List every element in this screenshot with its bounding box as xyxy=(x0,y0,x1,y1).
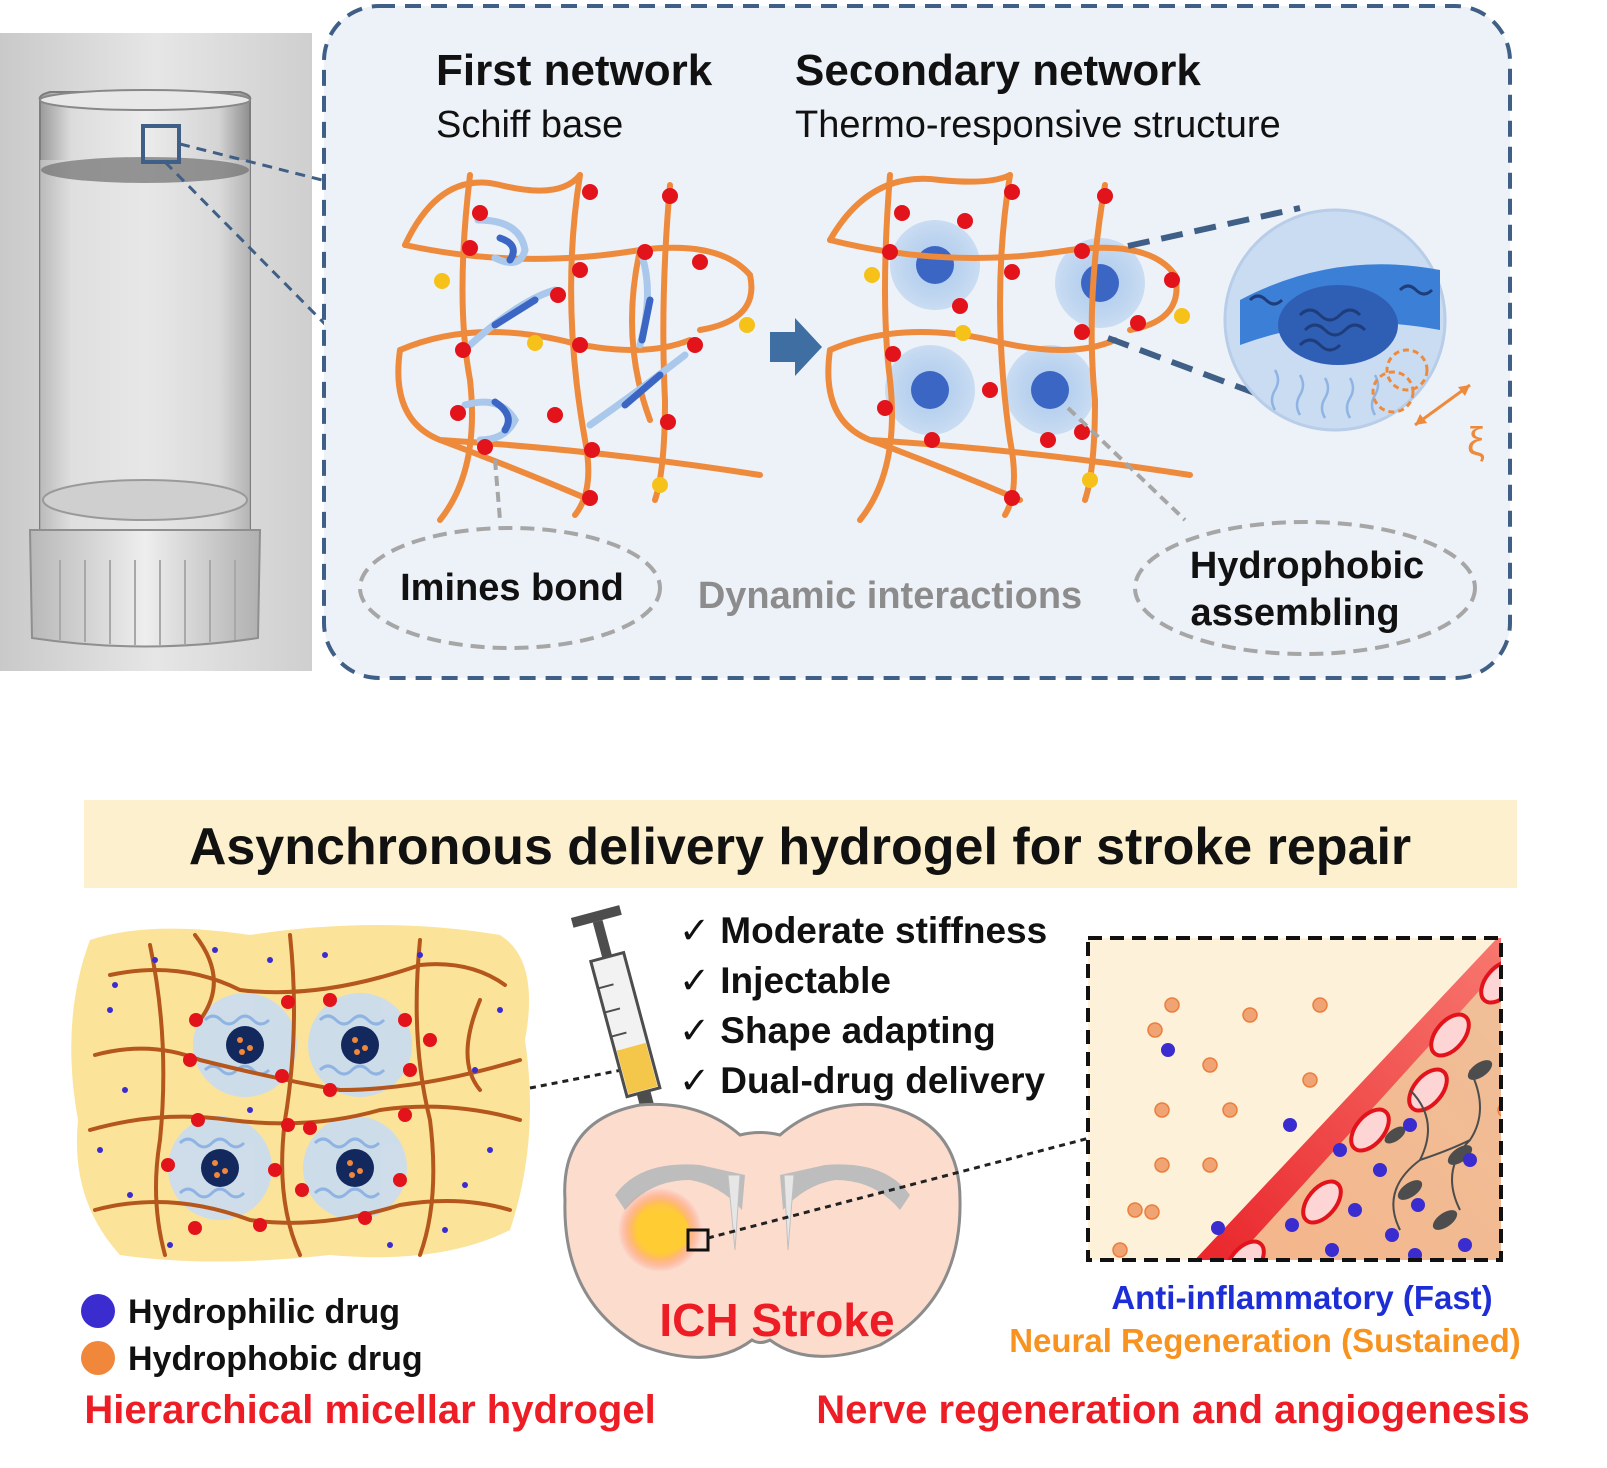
imines-ellipse xyxy=(358,526,662,650)
micelle-zoom-line-upper xyxy=(1127,205,1301,249)
first-network-polymer-chains xyxy=(461,216,689,444)
hydrophilic-legend-label: Hydrophilic drug xyxy=(128,1293,400,1331)
neural-regeneration-label: Neural Regeneration (Sustained) xyxy=(1009,1322,1521,1359)
feature-moderate-stiffness: ✓ Moderate stiffness xyxy=(679,910,1047,951)
first-network-yellow-dots xyxy=(434,273,755,493)
transition-arrow xyxy=(770,318,822,376)
feature-dual-drug-delivery: ✓ Dual-drug delivery xyxy=(679,1060,1046,1101)
hydrophobic-legend-dot xyxy=(81,1341,115,1375)
left-caption: Hierarchical micellar hydrogel xyxy=(84,1388,655,1432)
imines-pointer xyxy=(493,459,502,521)
banner-title: Asynchronous delivery hydrogel for strok… xyxy=(189,818,1411,876)
syringe-icon xyxy=(570,905,677,1212)
micelle-zoom-detail xyxy=(1223,208,1471,432)
lesion-zoom-box xyxy=(686,1228,710,1252)
brain-illustration xyxy=(563,1102,962,1359)
banner-bg xyxy=(84,800,1517,888)
dynamic-interactions-label: Dynamic interactions xyxy=(698,575,1082,617)
right-caption: Nerve regeneration and angiogenesis xyxy=(816,1388,1530,1432)
feature-shape-adapting: ✓ Shape adapting xyxy=(679,1010,996,1051)
micelle-zoom-line-lower xyxy=(1106,335,1270,401)
feature-injectable: ✓ Injectable xyxy=(679,960,891,1001)
hydrophobic-ellipse xyxy=(1133,520,1477,656)
hydrophobic-pointer xyxy=(1066,406,1187,522)
tissue-inset xyxy=(1086,936,1503,1262)
secondary-network-micelles xyxy=(885,220,1145,435)
hydrophobic-label-line2: assembling xyxy=(1190,592,1399,634)
anti-inflammatory-label: Anti-inflammatory (Fast) xyxy=(1111,1279,1492,1316)
secondary-network-subtitle: Thermo-responsive structure xyxy=(795,104,1281,146)
secondary-network-title: Secondary network xyxy=(795,46,1201,95)
imines-bond-label: Imines bond xyxy=(400,567,624,609)
secondary-network-yellow-dots xyxy=(864,267,1190,488)
hydrogel-blob xyxy=(71,925,530,1262)
ich-stroke-label: ICH Stroke xyxy=(659,1294,894,1346)
hydrogel-connector xyxy=(529,1066,633,1090)
zoom-box xyxy=(141,124,181,164)
hydrophilic-legend-dot xyxy=(81,1294,115,1328)
brain-inset-connector xyxy=(707,1128,1121,1240)
xi-symbol: ξ xyxy=(1467,420,1485,464)
network-panel xyxy=(322,4,1512,680)
first-network-title: First network xyxy=(436,46,713,95)
hydrophobic-label-line1: Hydrophobic xyxy=(1190,545,1424,587)
zoom-line-upper xyxy=(179,142,323,182)
first-network-subtitle: Schiff base xyxy=(436,104,623,146)
hydrophobic-legend-label: Hydrophobic drug xyxy=(128,1340,423,1378)
first-network-diagram xyxy=(395,172,763,523)
first-network-crosslinks xyxy=(450,184,708,506)
secondary-network-crosslinks xyxy=(877,184,1180,506)
vial-photo xyxy=(0,33,312,671)
